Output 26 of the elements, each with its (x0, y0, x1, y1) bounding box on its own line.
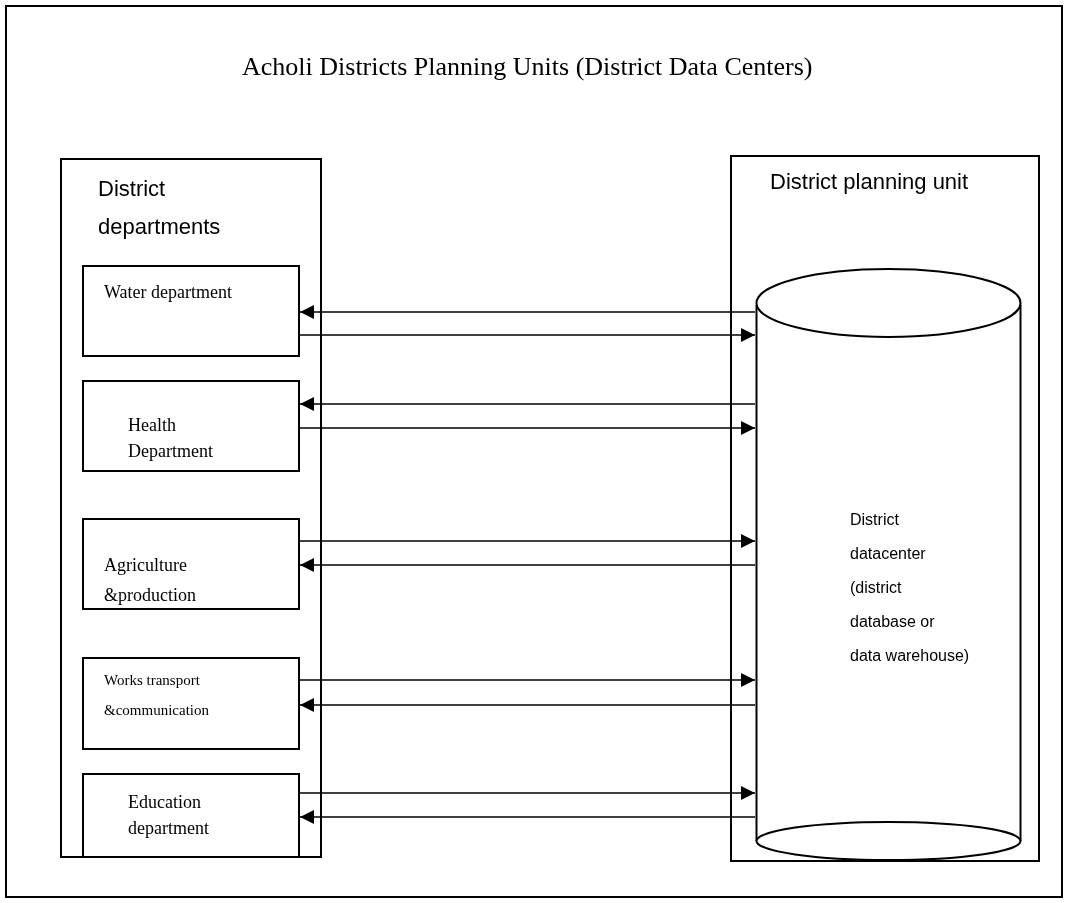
department-box (82, 657, 300, 750)
node-label: Health Department (128, 414, 214, 463)
department-box (82, 518, 300, 610)
arrow (299, 810, 756, 824)
node-label: Agriculture &production (104, 554, 197, 607)
arrow (299, 698, 756, 712)
panel-box (730, 155, 1040, 862)
department-box (82, 380, 300, 472)
arrow (299, 534, 756, 548)
node-label: District datacenter (district database or data warehouse) (850, 510, 970, 666)
node-label: Water department (104, 281, 233, 304)
arrow (299, 558, 756, 572)
department-box (82, 265, 300, 357)
arrow (299, 786, 756, 800)
diagram-title: Acholi Districts Planning Units (District Data Centers) (242, 51, 813, 83)
panel-heading: District departments (98, 175, 222, 241)
arrow (299, 328, 756, 342)
arrow (299, 421, 756, 435)
department-box (82, 773, 300, 858)
node-label: Works transport &communication (104, 671, 210, 720)
arrow (299, 673, 756, 687)
arrow (299, 305, 756, 319)
panel-box (60, 158, 322, 858)
node-label: Education department (128, 791, 210, 840)
arrow (299, 397, 756, 411)
panel-heading: District planning unit (770, 168, 970, 196)
